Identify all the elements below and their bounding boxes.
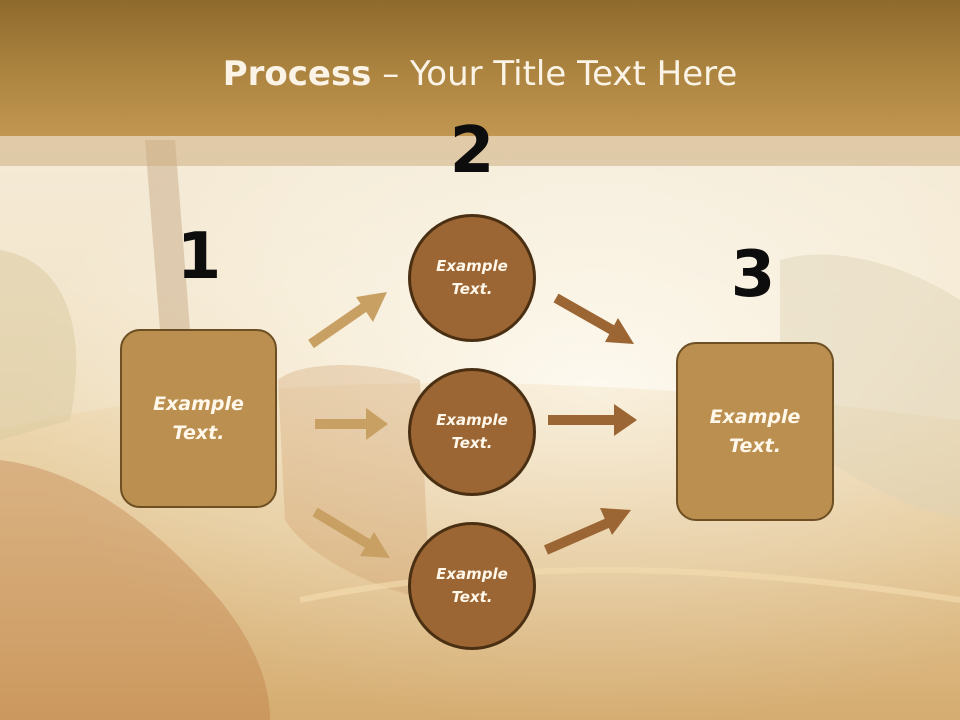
title-rest: – Your Title Text Here [371, 54, 738, 94]
title-bold: Process [222, 54, 372, 94]
arrow-2-bottom-to-3 [543, 508, 631, 555]
arrow-2-middle-to-3 [548, 404, 637, 436]
step2-label-top: Example Text. [436, 257, 508, 298]
step2-circle-top[interactable]: Example Text. [408, 214, 536, 342]
header-band [0, 136, 960, 166]
step-number-3: 3 [730, 238, 776, 312]
step3-box[interactable]: Example Text. [676, 342, 834, 521]
header-bar [0, 0, 960, 136]
arrow-1-to-2-top [308, 292, 387, 349]
arrow-1-to-2-middle [315, 408, 388, 440]
arrow-1-to-2-bottom [312, 507, 390, 558]
step-number-2: 2 [449, 114, 495, 188]
step2-label-bottom: Example Text. [436, 565, 508, 606]
step3-label: Example Text. [709, 405, 801, 457]
step1-box[interactable]: Example Text. [120, 329, 277, 508]
arrow-2-top-to-3 [553, 293, 634, 344]
step-number-1: 1 [176, 220, 222, 294]
slide-title: Process – Your Title Text Here [0, 52, 960, 96]
step2-circle-middle[interactable]: Example Text. [408, 368, 536, 496]
step2-label-middle: Example Text. [436, 411, 508, 452]
step1-label: Example Text. [153, 392, 244, 444]
step2-circle-bottom[interactable]: Example Text. [408, 522, 536, 650]
